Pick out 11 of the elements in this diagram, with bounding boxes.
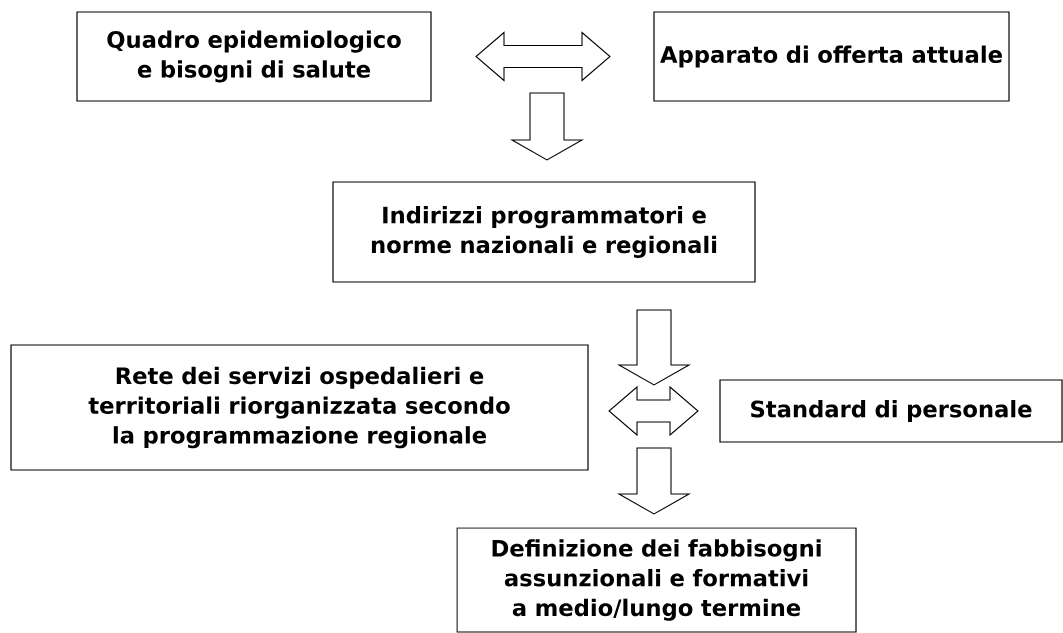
process-box: Rete dei servizi ospedalieri e territoriali riorganizzata secondo la programmazione regionale: [10, 344, 589, 471]
process-box: Apparato di offerta attuale: [653, 11, 1010, 102]
process-box: Quadro epidemiologico e bisogni di salute: [76, 11, 432, 102]
process-box: Standard di personale: [719, 379, 1063, 443]
process-box: Definizione dei fabbisogni assunzionali e formativi a medio/lungo termine: [456, 527, 857, 633]
block-arrow: [608, 385, 699, 437]
block-arrow: [510, 92, 585, 161]
process-box: Indirizzi programmatori e norme nazionali e regionali: [332, 181, 756, 283]
block-arrow: [475, 31, 611, 82]
block-arrow: [617, 309, 692, 386]
block-arrow: [617, 447, 692, 515]
